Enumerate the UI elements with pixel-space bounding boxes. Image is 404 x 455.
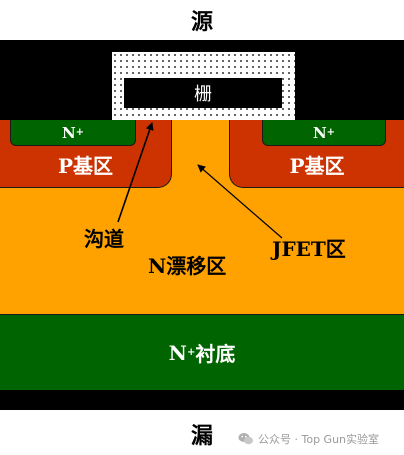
drift-label: N漂移区 — [148, 254, 227, 278]
n-plus-right-label: N — [312, 123, 327, 142]
jfet-label: JFET区 — [272, 237, 346, 261]
gate-electrode: 栅 — [124, 78, 282, 108]
p-base-right-label: P基区 — [289, 154, 345, 178]
watermark: 公众号 · Top Gun实验室 — [238, 431, 379, 447]
n-plus-left-label: N — [61, 123, 76, 142]
n-plus-substrate: N+衬底 — [0, 314, 404, 390]
substrate-label-prefix: N — [168, 340, 187, 365]
wechat-icon — [238, 433, 253, 445]
p-base-left-label: P基区 — [57, 154, 114, 178]
watermark-text: 公众号 · Top Gun实验室 — [258, 433, 380, 446]
source-label: 源 — [190, 9, 213, 35]
channel-label: 沟道 — [84, 227, 124, 251]
drain-metal — [0, 390, 404, 410]
drain-label: 漏 — [190, 423, 213, 449]
substrate-label-suffix: 衬底 — [195, 342, 236, 366]
n-plus-left: N+ — [10, 120, 136, 146]
gate-label: 栅 — [194, 84, 212, 105]
n-plus-right: N+ — [262, 120, 386, 146]
